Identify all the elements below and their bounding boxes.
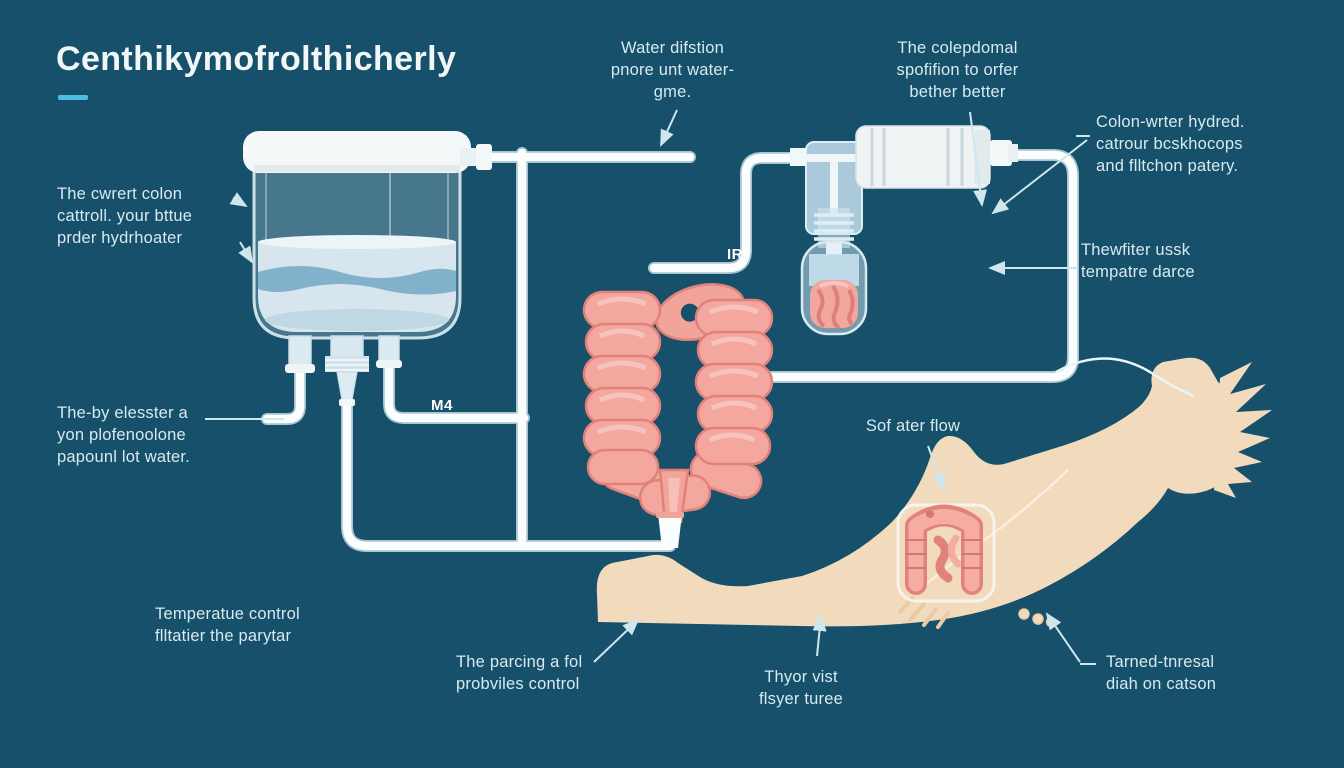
annotation-current-colon: The cwrert colon cattroll. your bttue pr… — [57, 185, 193, 247]
abdomen-colon — [896, 503, 996, 603]
filter-device — [790, 125, 1018, 336]
annotation-tarned-thresal: Tarned-tnresal diah on catson — [1106, 653, 1217, 693]
pipe-tag-ir: IR — [727, 246, 743, 263]
annotation-thyor-vist: Thyor vist flsyer turee — [758, 668, 843, 708]
title-underline — [58, 95, 88, 100]
annotation-by-elesster: The-by elesster a yon plofenoolone papou… — [57, 404, 190, 466]
annotation-parcing-control: The parcing a fol probviles control — [456, 653, 583, 693]
page-title: Centhikymofrolthicherly — [56, 40, 457, 78]
head-tube — [1055, 357, 1195, 398]
annotation-water-dispersion: Water difstion pnore unt water- gme. — [610, 39, 735, 101]
annotation-temperature-control: Temperatue control flltatier the parytar — [155, 605, 300, 645]
water-tank — [243, 131, 492, 406]
annotation-water-filter-temp: Thewfiter ussk tempatre darce — [1081, 241, 1195, 281]
annotation-colon-water: Colon-wrter hydred. catrour bcskhocops a… — [1096, 113, 1245, 175]
annotation-soft-water-flow: Sof ater flow — [865, 417, 961, 435]
pipe-tag-m4: M4 — [431, 397, 453, 414]
colon-illustration — [582, 283, 774, 548]
annotation-colepdomal: The colepdomal spofifion to orfer bether… — [896, 39, 1019, 101]
leader-lines — [205, 109, 1096, 665]
rectal-nozzle — [658, 514, 682, 548]
